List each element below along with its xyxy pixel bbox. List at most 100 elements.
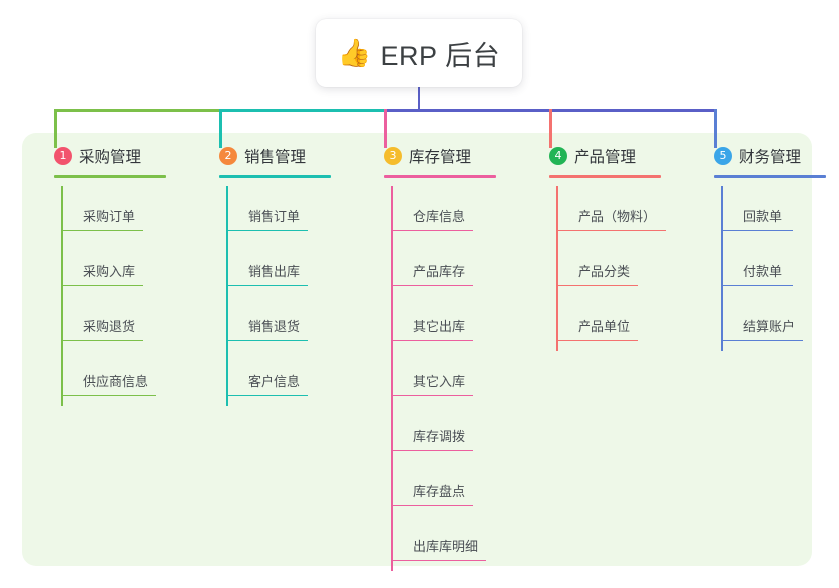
leaf-list-4: 产品（物料） 产品分类产品单位	[556, 186, 666, 351]
leaf-label: 付款单	[743, 264, 783, 279]
leaf-label: 回款单	[743, 209, 783, 224]
column-underline-3	[384, 175, 496, 178]
column-header-1[interactable]: 1 采购管理	[38, 143, 188, 169]
column-header-3[interactable]: 3 库存管理	[368, 143, 518, 169]
leaf-underline	[391, 450, 473, 452]
leaf-underline	[556, 285, 638, 287]
leaf-item[interactable]: 产品单位	[556, 296, 638, 351]
leaf-item[interactable]: 产品分类	[556, 241, 638, 296]
column-3: 3 库存管理仓库信息产品库存其它出库其它入库库存调拨库存盘点出库库明细	[368, 143, 518, 571]
leaf-spine	[391, 241, 393, 296]
column-1: 1 采购管理采购订单采购入库采购退货供应商信息	[38, 143, 188, 406]
leaf-underline	[721, 285, 793, 287]
leaf-list-2: 销售订单销售出库销售退货客户信息	[226, 186, 308, 406]
leaf-item[interactable]: 其它出库	[391, 296, 473, 351]
leaf-underline	[391, 285, 473, 287]
column-4: 4 产品管理产品（物料） 产品分类产品单位	[533, 143, 693, 351]
leaf-label: 其它入库	[413, 374, 466, 389]
column-badge-4: 4	[549, 147, 567, 165]
leaf-underline	[61, 285, 143, 287]
leaf-label: 销售出库	[248, 264, 301, 279]
leaf-item[interactable]: 出库库明细	[391, 516, 486, 571]
leaf-item[interactable]: 客户信息	[226, 351, 308, 406]
leaf-label: 库存调拨	[413, 429, 466, 444]
leaf-spine	[391, 406, 393, 461]
branch-stub-4	[549, 109, 552, 148]
leaf-item[interactable]: 产品库存	[391, 241, 473, 296]
column-title-3: 库存管理	[409, 149, 472, 166]
leaf-item[interactable]: 销售出库	[226, 241, 308, 296]
leaf-label: 产品（物料）	[578, 209, 657, 224]
leaf-underline	[226, 230, 308, 232]
leaf-underline	[61, 340, 143, 342]
leaf-spine	[391, 516, 393, 571]
column-underline-1	[54, 175, 166, 178]
leaf-label: 供应商信息	[83, 374, 149, 389]
column-badge-3: 3	[384, 147, 402, 165]
leaf-label: 产品单位	[578, 319, 631, 334]
leaf-item[interactable]: 销售退货	[226, 296, 308, 351]
leaf-spine	[61, 296, 63, 351]
leaf-item[interactable]: 其它入库	[391, 351, 473, 406]
leaf-spine	[391, 186, 393, 241]
leaf-item[interactable]: 仓库信息	[391, 186, 473, 241]
leaf-label: 产品分类	[578, 264, 631, 279]
leaf-item[interactable]: 采购退货	[61, 296, 143, 351]
leaf-spine	[391, 461, 393, 516]
diagram-panel	[22, 133, 812, 566]
branch-stub-1	[54, 109, 57, 148]
leaf-item[interactable]: 采购订单	[61, 186, 143, 241]
leaf-item[interactable]: 结算账户	[721, 296, 803, 351]
bus-segment-1	[54, 109, 219, 112]
leaf-spine	[391, 296, 393, 351]
leaf-spine	[556, 241, 558, 296]
branch-stub-3	[384, 109, 387, 148]
leaf-underline	[391, 505, 473, 507]
leaf-item[interactable]: 库存盘点	[391, 461, 473, 516]
leaf-spine	[556, 296, 558, 351]
leaf-item[interactable]: 产品（物料）	[556, 186, 666, 241]
bus-segment-2	[219, 109, 384, 112]
leaf-label: 采购订单	[83, 209, 136, 224]
leaf-item[interactable]: 回款单	[721, 186, 793, 241]
column-badge-1: 1	[54, 147, 72, 165]
leaf-label: 客户信息	[248, 374, 301, 389]
root-stem	[417, 87, 421, 112]
leaf-spine	[721, 186, 723, 241]
branch-stub-5	[714, 109, 717, 148]
leaf-underline	[61, 395, 156, 397]
leaf-item[interactable]: 销售订单	[226, 186, 308, 241]
column-title-1: 采购管理	[79, 149, 142, 166]
column-underline-2	[219, 175, 331, 178]
leaf-spine	[226, 296, 228, 351]
root-node[interactable]: 👍 ERP 后台	[316, 19, 522, 87]
leaf-underline	[721, 340, 803, 342]
root-title: ERP 后台	[380, 40, 501, 71]
leaf-list-5: 回款单付款单结算账户	[721, 186, 803, 351]
leaf-spine	[226, 351, 228, 406]
leaf-label: 其它出库	[413, 319, 466, 334]
column-title-4: 产品管理	[574, 149, 637, 166]
leaf-label: 采购退货	[83, 319, 136, 334]
leaf-underline	[61, 230, 143, 232]
leaf-label: 销售退货	[248, 319, 301, 334]
leaf-list-1: 采购订单采购入库采购退货供应商信息	[61, 186, 156, 406]
leaf-spine	[61, 351, 63, 406]
leaf-spine	[721, 296, 723, 351]
column-badge-2: 2	[219, 147, 237, 165]
leaf-item[interactable]: 付款单	[721, 241, 793, 296]
leaf-underline	[391, 560, 486, 562]
column-badge-5: 5	[714, 147, 732, 165]
leaf-item[interactable]: 采购入库	[61, 241, 143, 296]
leaf-underline	[226, 285, 308, 287]
leaf-item[interactable]: 库存调拨	[391, 406, 473, 461]
leaf-spine	[61, 186, 63, 241]
column-underline-4	[549, 175, 661, 178]
column-underline-5	[714, 175, 826, 178]
leaf-item[interactable]: 供应商信息	[61, 351, 156, 406]
column-header-4[interactable]: 4 产品管理	[533, 143, 693, 169]
